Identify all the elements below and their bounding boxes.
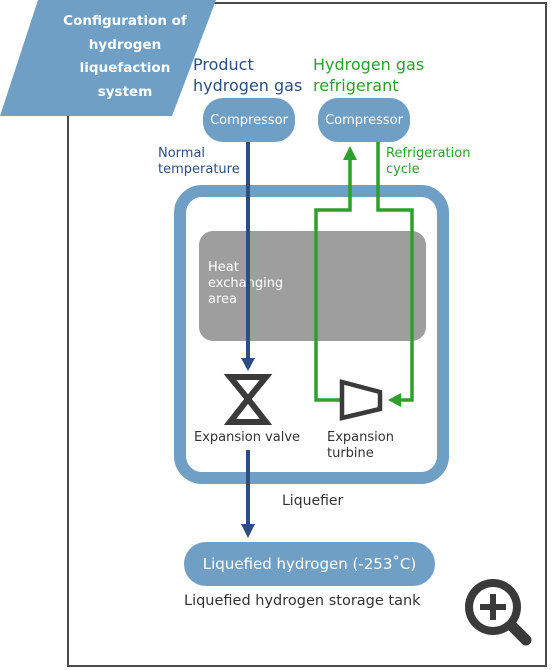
refrigerant-outflow-line <box>376 142 414 402</box>
heat-exchanging-label: Heat exchanging area <box>208 260 284 307</box>
expansion-valve-icon <box>223 374 273 404</box>
expansion-valve-label: Expansion valve <box>194 430 301 445</box>
normal-temperature-label: Normal temperature <box>158 146 240 177</box>
expansion-turbine-label: Expansion turbine <box>327 430 394 461</box>
liquefied-hydrogen-pill: Liquefied hydrogen (-253˚C) <box>184 542 435 586</box>
liquefier-box <box>174 185 449 484</box>
refrigerant-return-arrow <box>343 146 357 160</box>
storage-tank-caption: Liquefied hydrogen storage tank <box>184 593 421 609</box>
product-flow-arrow <box>241 358 255 371</box>
refrigerant-title: Hydrogen gas refrigerant <box>313 55 425 95</box>
heat-exchanging-area <box>199 231 426 341</box>
expansion-turbine-icon <box>339 379 383 421</box>
product-hydrogen-title: Product hydrogen gas <box>193 55 303 95</box>
title-banner <box>0 0 216 116</box>
refrigerant-return-line <box>314 158 352 402</box>
product-compressor: Compressor <box>203 98 295 142</box>
refrigerant-outflow-arrow <box>388 393 401 407</box>
refrigeration-cycle-label: Refrigeration cycle <box>386 146 471 177</box>
liquefier-label: Liquefier <box>282 493 344 509</box>
banner-title: Configuration of hydrogen liquefaction s… <box>63 13 187 100</box>
refrigerant-compressor: Compressor <box>318 98 410 142</box>
zoom-in-icon[interactable] <box>460 574 536 650</box>
liquid-flow-arrow <box>241 524 255 538</box>
